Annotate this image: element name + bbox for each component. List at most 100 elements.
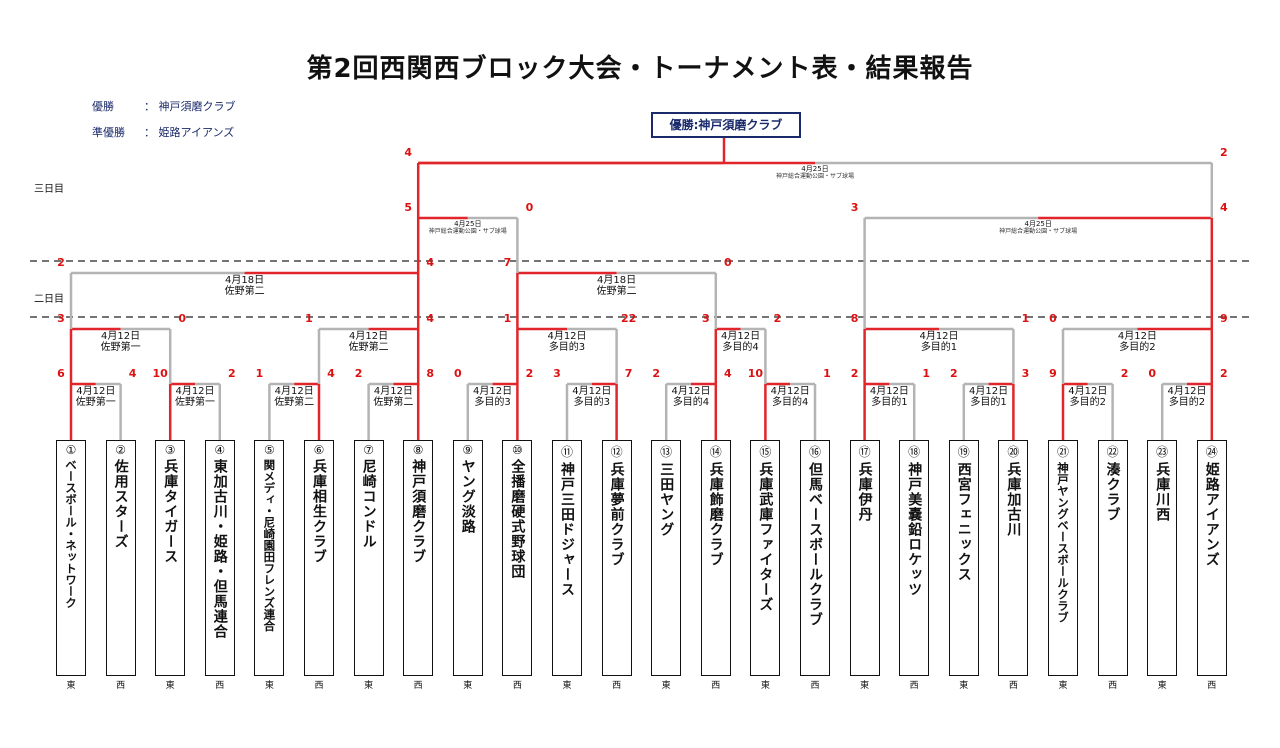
match-date: 4月12日 — [869, 386, 909, 397]
match-date: 4月12日 — [175, 386, 215, 397]
score-label: 10 — [747, 367, 764, 380]
score-label: 0 — [723, 256, 732, 269]
team-name: 神戸須磨クラブ — [410, 459, 427, 564]
team-name: 佐用スターズ — [112, 459, 129, 549]
match-date: 4月12日 — [101, 331, 141, 342]
team-number: ㉒ — [1106, 445, 1119, 459]
round3-match-info: 4月18日佐野第二 — [596, 275, 637, 297]
round2-match-info: 4月12日多目的3 — [547, 331, 587, 353]
runner-up-team: 姫路アイアンズ — [158, 126, 235, 139]
team-side: 東 — [463, 681, 473, 691]
score-label: 2 — [1219, 146, 1228, 159]
team-number: ⑫ — [610, 445, 623, 459]
team-name: 但馬ベースボールクラブ — [807, 462, 823, 627]
score-label: 7 — [503, 256, 512, 269]
team-side: 東 — [1157, 681, 1167, 691]
team-side: 東 — [66, 681, 76, 691]
match-venue: 多目的4 — [722, 342, 759, 353]
match-date: 4月12日 — [969, 386, 1009, 397]
score-label: 4 — [426, 312, 435, 325]
team-number: ⑳ — [1007, 445, 1020, 459]
round1-match-info: 4月12日多目的4 — [671, 386, 711, 408]
match-date: 4月18日 — [597, 275, 637, 286]
team-side: 西 — [1207, 681, 1217, 691]
team-box: ⑫ 兵庫夢前クラブ — [601, 440, 632, 676]
score-label: 9 — [1049, 367, 1057, 380]
team-name: 兵庫夢前クラブ — [608, 462, 625, 567]
score-label: 1 — [1021, 312, 1030, 325]
score-label: 0 — [1049, 312, 1057, 325]
round1-match-info: 4月12日多目的2 — [1167, 386, 1207, 408]
team-side: 東 — [1058, 681, 1068, 691]
team-side: 東 — [860, 681, 870, 691]
final-match-info: 4月25日神戸総合運動公園・サブ球場 — [775, 165, 855, 181]
score-label: 4 — [426, 256, 435, 269]
match-venue: 多目的3 — [573, 397, 610, 408]
day3-label: 三日目 — [34, 184, 64, 195]
match-venue: 佐野第二 — [274, 397, 315, 408]
score-label: 0 — [1148, 367, 1157, 380]
team-number: ⑮ — [759, 445, 772, 459]
match-date: 4月12日 — [919, 331, 959, 342]
round3-match-info: 4月18日佐野第二 — [224, 275, 265, 297]
team-name: 兵庫伊丹 — [856, 462, 873, 522]
round1-match-info: 4月12日多目的2 — [1068, 386, 1108, 408]
team-name: 西宮フェニックス — [955, 462, 972, 582]
round2-match-info: 4月12日多目的1 — [919, 331, 959, 353]
runner-up-label: 準優勝 — [92, 126, 125, 139]
team-box: ⑰ 兵庫伊丹 — [849, 440, 880, 676]
team-number: ⑭ — [709, 445, 722, 459]
team-number: ⑱ — [908, 445, 921, 459]
team-side: 西 — [215, 681, 225, 691]
team-side: 西 — [1008, 681, 1018, 691]
round2-match-info: 4月12日多目的4 — [721, 331, 761, 353]
team-side: 西 — [512, 681, 522, 691]
match-date: 4月12日 — [349, 331, 389, 342]
score-label: 9 — [1219, 312, 1228, 325]
match-date: 4月25日 — [801, 165, 829, 173]
match-venue: 佐野第一 — [175, 397, 215, 408]
team-side: 西 — [810, 681, 820, 691]
team-name: 神戸美嚢鉛ロケッツ — [906, 462, 923, 597]
round2-match-info: 4月12日佐野第二 — [348, 331, 389, 353]
team-number: ㉓ — [1156, 445, 1169, 459]
match-venue: 佐野第二 — [373, 397, 414, 408]
score-label: 4 — [128, 367, 137, 380]
team-side: 西 — [1108, 681, 1118, 691]
team-box: ⑱ 神戸美嚢鉛ロケッツ — [899, 440, 930, 676]
team-name: 兵庫川西 — [1154, 462, 1171, 522]
team-name: 姫路アイアンズ — [1203, 462, 1220, 567]
score-label: 2 — [227, 367, 236, 380]
team-name: 関メディ・尼崎園田フレンズ連合 — [262, 459, 277, 632]
runner-up-line: 準優勝： 姫路アイアンズ — [92, 124, 234, 140]
score-label: 8 — [426, 367, 435, 380]
match-venue: 多目的2 — [1069, 397, 1106, 408]
team-number: ① — [65, 443, 77, 457]
winner-sep: ： — [144, 100, 155, 113]
match-venue: 多目的4 — [772, 397, 809, 408]
score-label: 0 — [525, 201, 534, 214]
round2-match-info: 4月12日多目的2 — [1117, 331, 1157, 353]
match-date: 4月25日 — [1024, 220, 1052, 228]
team-number: ⑧ — [412, 443, 424, 457]
score-label: 10 — [152, 367, 168, 380]
team-side: 東 — [959, 681, 969, 691]
team-number: ⑬ — [660, 445, 673, 459]
score-label: 4 — [723, 367, 732, 380]
winner-team: 神戸須磨クラブ — [158, 100, 236, 113]
team-number: ⑰ — [858, 445, 871, 459]
score-label: 2 — [1219, 367, 1228, 380]
score-label: 1 — [922, 367, 931, 380]
team-number: ③ — [164, 443, 176, 457]
match-date: 4月12日 — [76, 386, 116, 397]
